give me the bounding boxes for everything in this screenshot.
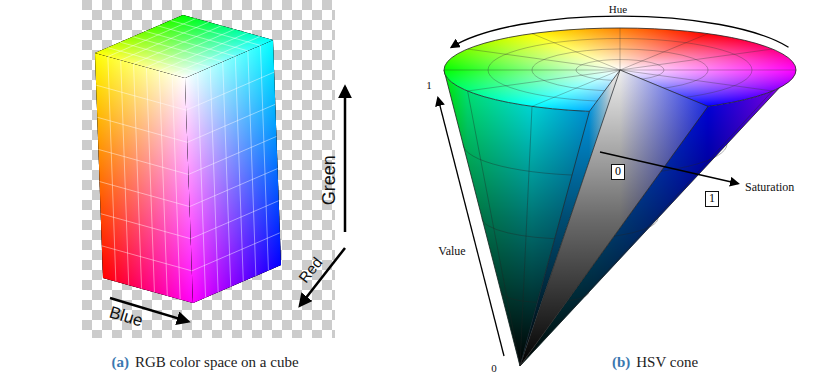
value-box: 1: [705, 191, 719, 207]
axis-label: Saturation: [745, 181, 794, 195]
caption-tag: (b): [612, 354, 630, 371]
axis-label: Value: [438, 245, 465, 259]
scale-number-holder: 1: [426, 75, 432, 93]
caption-text: HSV cone: [636, 354, 698, 371]
caption-text: RGB color space on a cube: [135, 354, 299, 371]
value-box: 0: [611, 164, 625, 180]
axis-label: Hue: [609, 3, 627, 16]
caption-text-holder: RGB color space on a cube: [135, 353, 299, 371]
scale-number: 1: [426, 79, 432, 92]
axis-label-holder: Hue: [609, 0, 627, 17]
scale-number-holder: 0: [491, 358, 497, 376]
axis-label-holder: Value: [438, 241, 465, 259]
caption-tag-holder: (b): [612, 353, 630, 371]
box-number: 1: [709, 192, 715, 206]
caption-tag: (a): [111, 354, 129, 371]
box-number: 0: [615, 165, 621, 179]
axis-label-holder: Green: [319, 155, 340, 205]
scale-number: 0: [491, 362, 497, 375]
axis-label-holder: Saturation: [745, 177, 794, 195]
axis-label: Green: [319, 155, 340, 205]
caption-text-holder: HSV cone: [636, 353, 698, 371]
caption-tag-holder: (a): [111, 353, 129, 371]
